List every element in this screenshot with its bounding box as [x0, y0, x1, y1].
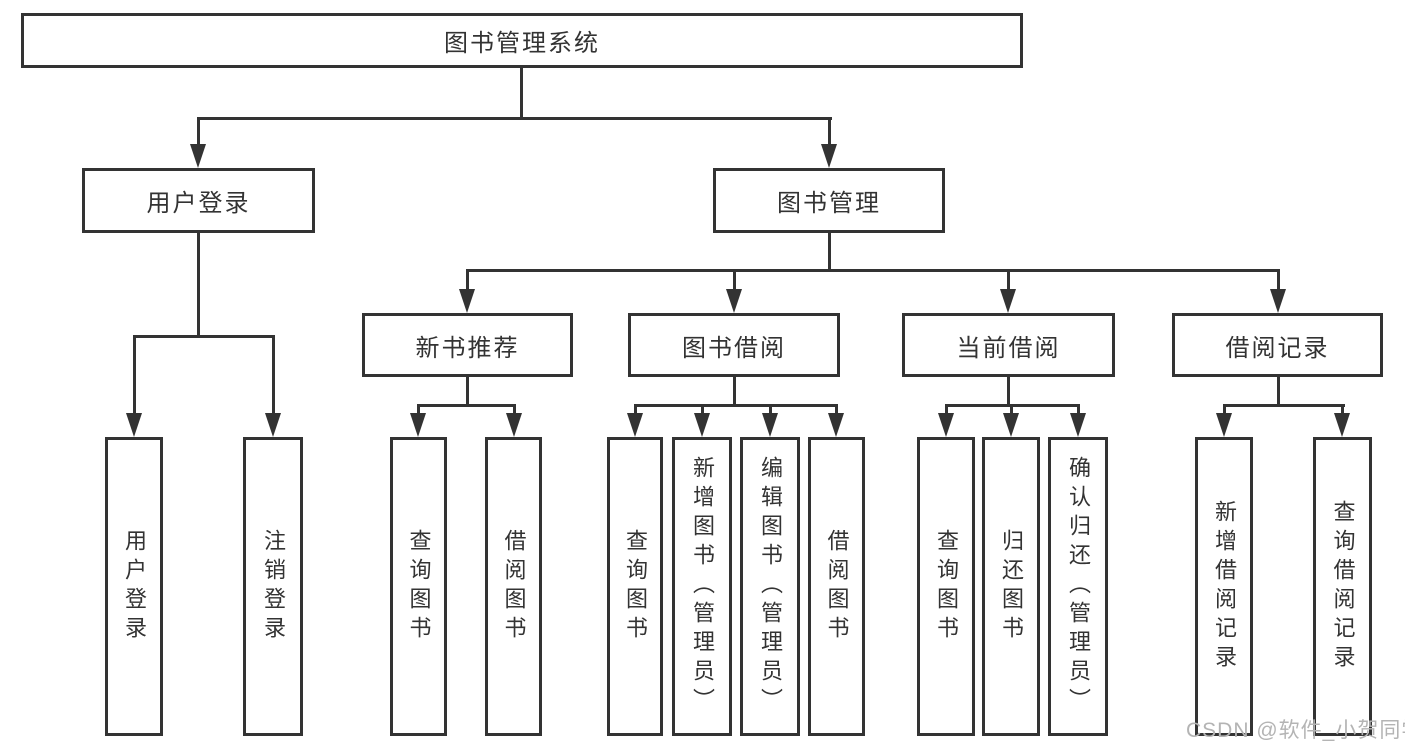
connector-stub [513, 404, 516, 418]
connector-bookmgmt-branch [466, 269, 1280, 272]
node-book-management: 图书管理 [713, 168, 945, 233]
connector-stub [769, 404, 772, 418]
leaf-borrow-books-recommend: 借阅图书 [485, 437, 542, 736]
connector-stub [945, 404, 948, 418]
arrow-down-icon [726, 289, 742, 313]
arrow-down-icon [190, 144, 206, 168]
leaf-user-login: 用户登录 [105, 437, 163, 736]
arrow-down-icon [762, 413, 778, 437]
leaf-add-borrow-record: 新增借阅记录 [1195, 437, 1253, 736]
connector-stub [417, 404, 420, 418]
node-library-management-system: 图书管理系统 [21, 13, 1023, 68]
node-user-login: 用户登录 [82, 168, 315, 233]
connector-stub [272, 335, 275, 417]
node-new-book-recommend: 新书推荐 [362, 313, 573, 377]
connector-stub [1077, 404, 1080, 418]
leaf-logout: 注销登录 [243, 437, 303, 736]
connector-stub [1010, 404, 1013, 418]
connector-stem [466, 375, 469, 407]
arrow-down-icon [821, 144, 837, 168]
connector-stub [835, 404, 838, 418]
arrow-down-icon [1070, 413, 1086, 437]
arrow-down-icon [627, 413, 643, 437]
connector-stub [634, 404, 637, 418]
connector-stub [1223, 404, 1226, 418]
arrow-down-icon [1334, 413, 1350, 437]
connector-stub [1341, 404, 1344, 418]
connector-branch [634, 404, 838, 407]
arrow-down-icon [1216, 413, 1232, 437]
connector-stub [197, 117, 200, 147]
leaf-query-books-recommend: 查询图书 [390, 437, 447, 736]
arrow-down-icon [1270, 289, 1286, 313]
leaf-add-book-admin: 新增图书（管理员） [672, 437, 732, 736]
node-book-borrow: 图书借阅 [628, 313, 840, 377]
connector-stub [466, 269, 469, 293]
connector-stub [733, 269, 736, 293]
leaf-confirm-return-admin: 确认归还（管理员） [1048, 437, 1108, 736]
leaf-query-books-current: 查询图书 [917, 437, 975, 736]
csdn-watermark: CSDN @软件_小贺同学 [1186, 719, 1405, 742]
leaf-query-books-borrow: 查询图书 [607, 437, 663, 736]
connector-stub [1007, 269, 1010, 293]
connector-stub [828, 117, 831, 147]
node-current-borrow: 当前借阅 [902, 313, 1115, 377]
connector-stem [1277, 375, 1280, 407]
connector-branch [1223, 404, 1345, 407]
arrow-down-icon [1000, 289, 1016, 313]
arrow-down-icon [459, 289, 475, 313]
node-borrow-record: 借阅记录 [1172, 313, 1383, 377]
connector-stub [701, 404, 704, 418]
connector-userlogin-branch [133, 335, 275, 338]
arrow-down-icon [1003, 413, 1019, 437]
arrow-down-icon [265, 413, 281, 437]
arrow-down-icon [410, 413, 426, 437]
connector-stem [733, 375, 736, 407]
leaf-borrow-books: 借阅图书 [808, 437, 865, 736]
arrow-down-icon [828, 413, 844, 437]
connector-root-branch [197, 117, 832, 120]
connector-stub [133, 335, 136, 417]
connector-root-stem [520, 66, 523, 119]
leaf-return-book: 归还图书 [982, 437, 1040, 736]
arrow-down-icon [694, 413, 710, 437]
connector-branch [417, 404, 516, 407]
connector-bookmgmt-stem [828, 231, 831, 272]
connector-stub [1277, 269, 1280, 293]
arrow-down-icon [938, 413, 954, 437]
connector-stem [1007, 375, 1010, 407]
leaf-edit-book-admin: 编辑图书（管理员） [740, 437, 800, 736]
leaf-query-borrow-record: 查询借阅记录 [1313, 437, 1372, 736]
arrow-down-icon [506, 413, 522, 437]
arrow-down-icon [126, 413, 142, 437]
connector-userlogin-stem [197, 231, 200, 338]
